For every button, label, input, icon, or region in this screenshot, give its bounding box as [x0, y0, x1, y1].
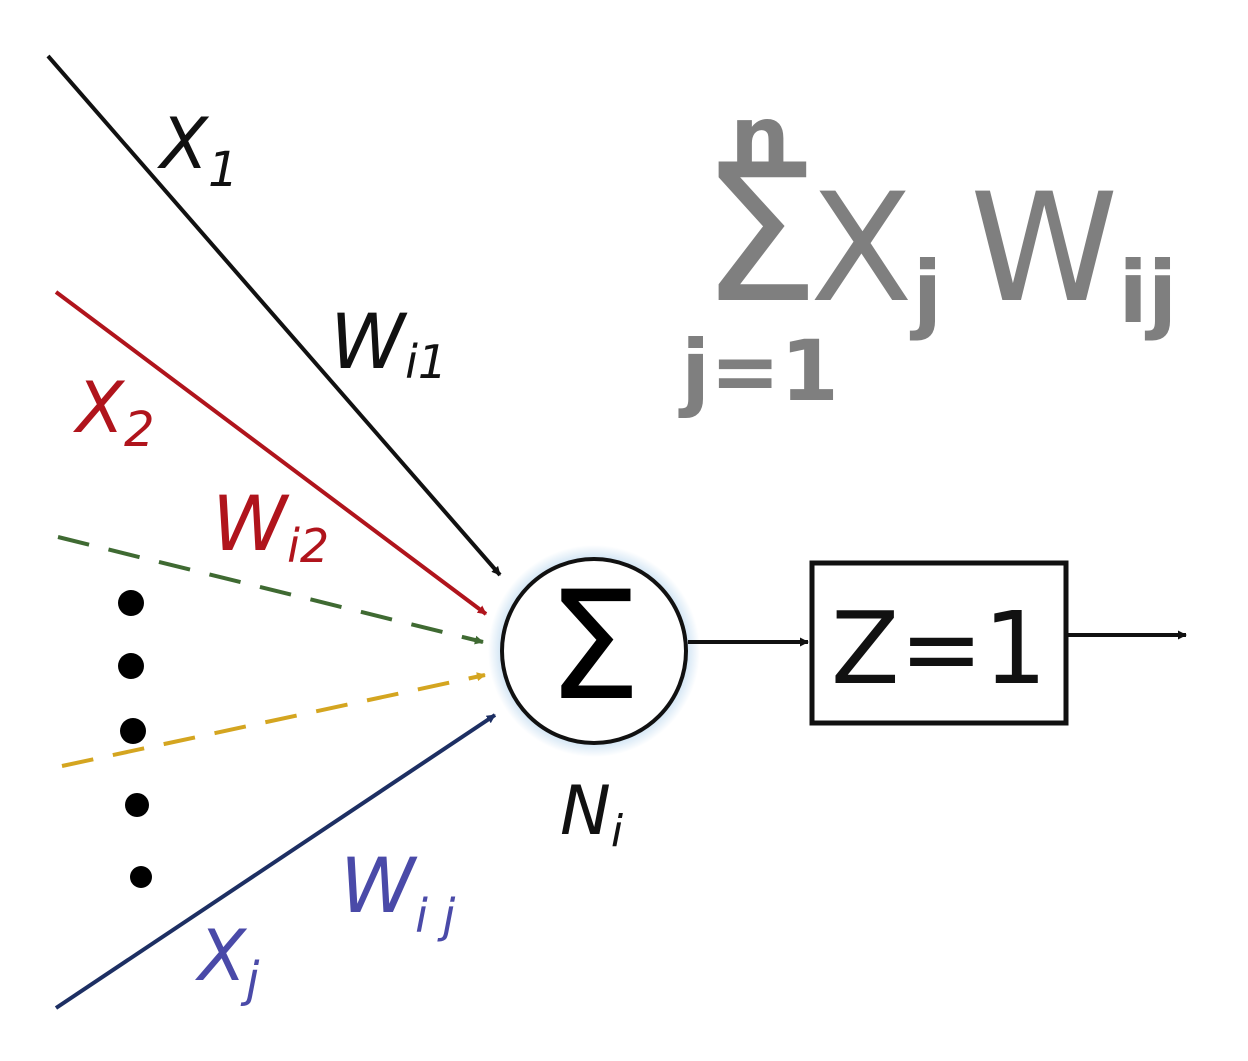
neuron-label: Ni [560, 772, 624, 857]
summation-formula: n Σ j=1 Xj Wij [678, 88, 1177, 420]
input-x1-label: X1 [156, 103, 239, 198]
input-dashed-gold-arrow [61, 672, 486, 768]
ellipsis-dots [118, 590, 152, 888]
formula-lower-limit: j=1 [678, 322, 839, 420]
ellipsis-dot [130, 866, 152, 888]
weight-w1-label: Wi1 [330, 297, 447, 389]
formula-upper-limit: n [730, 88, 790, 186]
weight-wj-label: Wi j [340, 841, 456, 943]
activation-box [809, 560, 1069, 726]
neuron-sigma-symbol: Σ [547, 560, 642, 734]
ellipsis-dot [120, 718, 146, 744]
ellipsis-dot [118, 590, 144, 616]
formula-w-term: Wij [970, 162, 1177, 343]
input-xj-arrow [54, 713, 497, 1010]
ellipsis-dot [118, 653, 144, 679]
input-dashed-green-arrow [57, 535, 484, 645]
activation-label: Z=1 [831, 590, 1047, 707]
input-xj-label: Xj [194, 915, 260, 1008]
weight-w2-label: Wi2 [212, 479, 329, 573]
neuron-node [500, 557, 688, 745]
input-x2-label: X2 [72, 367, 155, 458]
ellipsis-dot [125, 793, 149, 817]
input-x1-arrow [46, 54, 502, 577]
formula-sigma: Σ [700, 124, 820, 345]
formula-x-term: Xj [810, 162, 942, 343]
input-x2-arrow [54, 290, 488, 616]
